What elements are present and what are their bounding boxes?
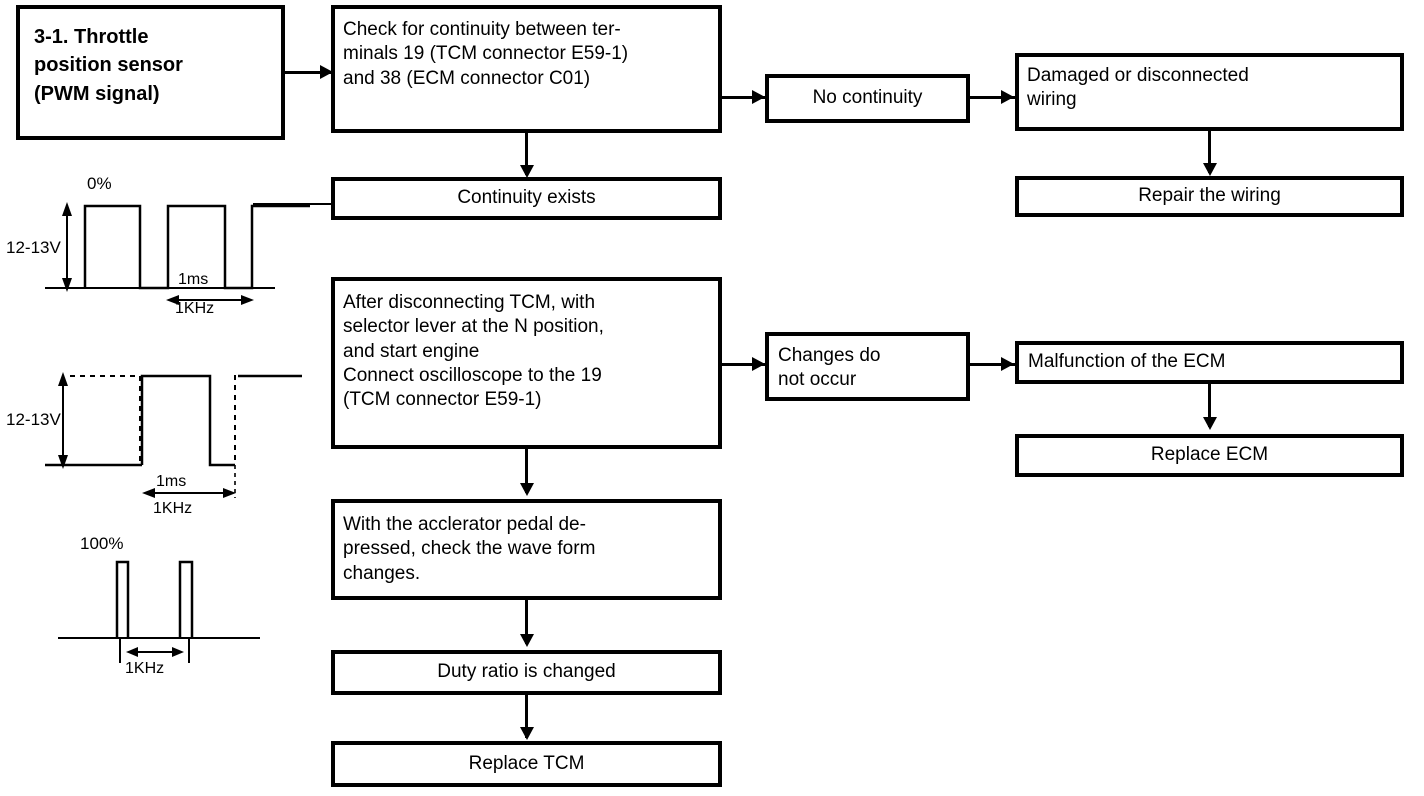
- connector-check-to-nocontinuity: [722, 96, 765, 99]
- node-damaged-wiring[interactable]: Damaged or disconnected wiring: [1015, 53, 1404, 131]
- node-duty-ratio-changed-label: Duty ratio is changed: [437, 661, 616, 683]
- waveform-duty-100-percent: 100% 1KHz: [20, 534, 320, 677]
- waveform-0-duty-label: 0%: [87, 174, 112, 193]
- arrowhead-changes-to-malfunction: [1001, 357, 1014, 371]
- node-changes-do-not-occur-label: Changes do not occur: [778, 345, 881, 391]
- connector-title-to-check: [285, 71, 331, 74]
- connector-accelerator-to-duty: [525, 600, 528, 644]
- node-changes-do-not-occur[interactable]: Changes do not occur: [765, 332, 970, 401]
- waveform-duty-50-percent: 12-13V 1ms 1KHz: [6, 360, 320, 517]
- arrowhead-malfunction-to-replaceecm: [1203, 417, 1217, 430]
- waveform-50-voltage-label: 12-13V: [6, 410, 61, 429]
- node-continuity-exists[interactable]: Continuity exists: [331, 177, 722, 220]
- node-replace-tcm[interactable]: Replace TCM: [331, 741, 722, 787]
- node-accelerator-pedal-check[interactable]: With the acclerator pedal de- pressed, c…: [331, 499, 722, 600]
- node-replace-tcm-label: Replace TCM: [468, 752, 585, 774]
- connector-malfunction-to-replaceecm: [1208, 384, 1211, 427]
- connector-disconnect-to-changes: [722, 363, 765, 366]
- waveform-100-duty-label: 100%: [80, 534, 124, 553]
- arrowhead-nocontinuity-to-damaged: [1001, 90, 1014, 104]
- node-duty-ratio-changed[interactable]: Duty ratio is changed: [331, 650, 722, 695]
- arrowhead-disconnect-to-accelerator: [520, 483, 534, 496]
- connector-check-to-continuityexists: [525, 133, 528, 175]
- waveform-0-voltage-label: 12-13V: [6, 238, 61, 257]
- waveform-50-frequency-label: 1KHz: [153, 500, 193, 517]
- arrowhead-check-to-nocontinuity: [752, 90, 765, 104]
- node-malfunction-ecm[interactable]: Malfunction of the ECM: [1015, 341, 1404, 384]
- arrowhead-check-to-continuityexists: [520, 165, 534, 178]
- node-after-disconnecting-tcm-label: After disconnecting TCM, with selector l…: [343, 292, 604, 411]
- node-no-continuity[interactable]: No continuity: [765, 74, 970, 123]
- node-malfunction-ecm-label: Malfunction of the ECM: [1028, 351, 1226, 373]
- waveform-0-frequency-label: 1KHz: [175, 300, 215, 317]
- node-throttle-position-sensor[interactable]: 3-1. Throttle position sensor (PWM signa…: [16, 5, 285, 140]
- arrowhead-accelerator-to-duty: [520, 634, 534, 647]
- node-replace-ecm-label: Replace ECM: [1150, 444, 1269, 466]
- node-damaged-wiring-label: Damaged or disconnected wiring: [1027, 65, 1249, 111]
- node-check-continuity[interactable]: Check for continuity between ter- minals…: [331, 5, 722, 133]
- connector-damaged-to-repair: [1208, 131, 1211, 173]
- node-no-continuity-label: No continuity: [812, 87, 923, 109]
- waveform-duty-0-percent: 0% 12-13V 1ms 1KHz: [6, 174, 320, 317]
- node-replace-ecm[interactable]: Replace ECM: [1015, 434, 1404, 477]
- node-repair-wiring-label: Repair the wiring: [1138, 185, 1281, 207]
- node-after-disconnecting-tcm[interactable]: After disconnecting TCM, with selector l…: [331, 277, 722, 449]
- node-check-continuity-label: Check for continuity between ter- minals…: [343, 19, 629, 89]
- waveform-50-period-label: 1ms: [156, 473, 187, 490]
- connector-waveform-top-stub: [253, 203, 333, 205]
- waveform-100-frequency-label: 1KHz: [125, 660, 165, 677]
- connector-changes-to-malfunction: [970, 363, 1015, 366]
- arrowhead-title-to-check: [320, 65, 333, 79]
- node-continuity-exists-label: Continuity exists: [457, 187, 596, 209]
- node-throttle-position-sensor-label: 3-1. Throttle position sensor (PWM signa…: [34, 26, 183, 105]
- connector-duty-to-replacetcm: [525, 695, 528, 738]
- connector-nocontinuity-to-damaged: [970, 96, 1015, 99]
- connector-disconnect-to-accelerator: [525, 449, 528, 493]
- arrowhead-damaged-to-repair: [1203, 163, 1217, 176]
- waveform-0-period-label: 1ms: [178, 271, 209, 288]
- arrowhead-duty-to-replacetcm: [520, 727, 534, 740]
- arrowhead-disconnect-to-changes: [752, 357, 765, 371]
- node-repair-wiring[interactable]: Repair the wiring: [1015, 176, 1404, 217]
- node-accelerator-pedal-check-label: With the acclerator pedal de- pressed, c…: [343, 514, 596, 584]
